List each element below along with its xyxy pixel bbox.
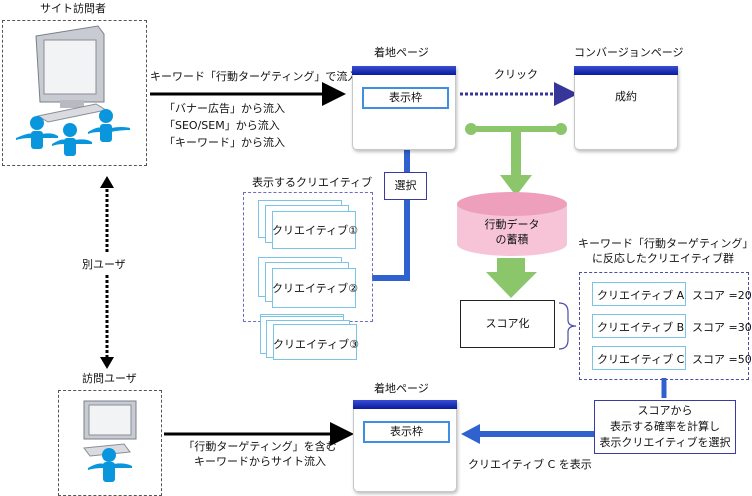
- visit-flow-line2: キーワードからサイト流入: [194, 455, 326, 468]
- creative-3-label: クリエイティブ③: [273, 338, 359, 351]
- display-frame-bottom: 表示枠: [363, 421, 450, 443]
- calc-line1: スコアから: [637, 404, 693, 417]
- conversion-body: 成約: [615, 90, 637, 103]
- creatives-title: 表示するクリエイティブ: [252, 176, 373, 189]
- landing-bottom-title: 着地ページ: [374, 382, 429, 395]
- visitors-title: サイト訪問者: [40, 2, 106, 15]
- landing-page-bottom: [353, 400, 457, 492]
- computer-icon-top: [35, 25, 108, 123]
- source-seo: 「SEO/SEM」から流入: [164, 119, 280, 132]
- landing-top-title: 着地ページ: [374, 46, 429, 59]
- arrowhead-down-icon: [100, 357, 114, 369]
- scoring-box: スコア化: [460, 300, 555, 348]
- people-icon: [16, 109, 130, 156]
- score-a: スコア =20: [692, 289, 752, 302]
- visit-user-title: 訪問ユーザ: [82, 372, 137, 385]
- storage-line1: 行動データ: [484, 218, 540, 231]
- calc-line3: 表示クリエイティブを選択: [599, 436, 731, 449]
- storage-line2: の蓄積: [495, 233, 529, 246]
- creative-1-label: クリエイティブ①: [272, 224, 358, 237]
- person-icon: [88, 448, 132, 482]
- other-user-label: 別ユーザ: [82, 258, 126, 271]
- click-label: クリック: [494, 68, 538, 81]
- group-title-line1: キーワード「行動ターゲティング」: [578, 237, 752, 250]
- main-flow-label: キーワード「行動ターゲティング」で流入: [150, 70, 359, 83]
- green-big-arrow-icon: [486, 272, 537, 298]
- group-title-line2: に反応したクリエイティブ群: [591, 252, 735, 265]
- conversion-title: コンバージョンページ: [574, 46, 684, 59]
- select-box: 選択: [384, 172, 427, 200]
- green-arrow-icon: [500, 175, 532, 196]
- display-frame-top: 表示枠: [362, 87, 449, 109]
- creative-group-box: [579, 272, 749, 380]
- source-keyword: 「キーワード」から流入: [164, 136, 285, 149]
- display-label: クリエイティブ C を表示: [468, 458, 592, 471]
- visitors-box: [2, 20, 147, 166]
- storage-cylinder: [457, 192, 567, 256]
- display-arrowhead-icon: [461, 424, 480, 444]
- calc-line2: 表示する確率を計算し: [610, 420, 720, 433]
- visit-user-box: [58, 390, 162, 496]
- select-arrow: [372, 136, 410, 281]
- score-c: スコア =50: [692, 353, 752, 366]
- brace: [558, 302, 577, 350]
- conversion-page: [574, 66, 678, 150]
- score-b: スコア =30: [692, 321, 752, 334]
- calc-box: スコアから 表示する確率を計算し 表示クリエイティブを選択: [594, 400, 736, 454]
- arrowhead-up-icon: [100, 176, 114, 188]
- visit-flow-line1: 「行動ターゲティング」を含む: [183, 440, 337, 453]
- source-banner: 「バナー広告」から流入: [164, 102, 285, 115]
- creative-2-label: クリエイティブ②: [272, 282, 358, 295]
